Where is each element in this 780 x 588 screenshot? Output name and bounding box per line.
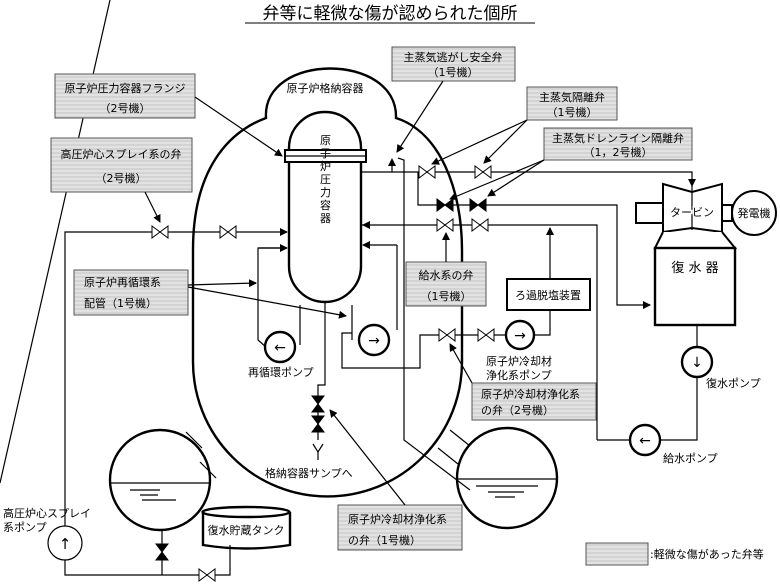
svg-text:（1号機）: （1号機） bbox=[428, 65, 479, 79]
recirc-pump-a bbox=[263, 330, 297, 364]
arrow-right-icon: → bbox=[514, 328, 526, 344]
filter-label: ろ過脱塩装置 bbox=[515, 288, 581, 302]
svg-text:の弁（2号機）: の弁（2号機） bbox=[481, 403, 554, 417]
turbine-label: タービン bbox=[670, 206, 714, 219]
cuw-valve bbox=[438, 328, 456, 342]
rpv-label: 原子炉圧力容器 bbox=[319, 135, 332, 226]
callout-msiv: 主蒸気隔離弁 （1号機） bbox=[431, 86, 618, 165]
callout-srv: 主蒸気逃がし安全弁 （1号機） bbox=[391, 46, 516, 153]
sump-label: 格納容器サンプへ bbox=[265, 466, 353, 480]
page-title: 弁等に軽微な傷が認められた個所 bbox=[263, 4, 518, 24]
sump-valve-2 bbox=[311, 415, 325, 433]
callout-recirc-piping: 原子炉再循環系 配管（1号機） bbox=[73, 269, 347, 319]
callout-cuw-valve-2: 原子炉冷却材浄化系 の弁（2号機） bbox=[449, 343, 597, 421]
hpcs-pump-label-2: 系ポンプ bbox=[3, 521, 47, 534]
drain-valve-1 bbox=[436, 198, 454, 212]
svg-text:の弁（1号機）: の弁（1号機） bbox=[348, 533, 421, 547]
callout-drain-valves: 主蒸気ドレンライン隔離弁 （1，2号機） bbox=[449, 127, 693, 201]
cuw-pump-label-2: 浄化系ポンプ bbox=[486, 368, 552, 382]
svg-text:高圧炉心スプレイ系の弁: 高圧炉心スプレイ系の弁 bbox=[61, 147, 182, 161]
condensate-storage-tank bbox=[201, 512, 292, 550]
hpcs-pump-label: 高圧炉心スプレイ bbox=[3, 506, 91, 520]
svg-text:原子炉冷却材浄化系: 原子炉冷却材浄化系 bbox=[348, 512, 447, 526]
svg-text:（2号機）: （2号機） bbox=[96, 171, 147, 185]
cst-label: 復水貯蔵タンク bbox=[208, 524, 285, 537]
containment-vessel bbox=[191, 67, 464, 498]
generator bbox=[731, 190, 777, 236]
svg-text:（1号機）: （1号機） bbox=[421, 289, 472, 303]
suppression-pool-left bbox=[108, 428, 212, 532]
containment-label: 原子炉格納容器 bbox=[287, 81, 364, 95]
svg-text:原子炉圧力容器フランジ: 原子炉圧力容器フランジ bbox=[65, 81, 186, 95]
msiv-outer bbox=[474, 165, 492, 179]
feedwater-valve-1 bbox=[436, 218, 454, 232]
condenser bbox=[653, 246, 737, 327]
svg-text:（1号機）: （1号機） bbox=[547, 105, 598, 119]
callout-hpcs-valve: 高圧炉心スプレイ系の弁 （2号機） bbox=[50, 137, 193, 223]
arrow-right-icon: → bbox=[368, 333, 380, 349]
drain-valve-2 bbox=[469, 198, 487, 212]
hpcs-valve bbox=[151, 225, 169, 239]
filter-demineralizer bbox=[506, 278, 591, 311]
condenser-label: 復 水 器 bbox=[671, 260, 718, 276]
callout-rpv-flange: 原子炉圧力容器フランジ （2号機） bbox=[54, 73, 283, 157]
cuw-pump bbox=[504, 319, 536, 351]
arrow-down-icon: ↓ bbox=[691, 355, 703, 371]
svg-text:主蒸気ドレンライン隔離弁: 主蒸気ドレンライン隔離弁 bbox=[552, 131, 684, 145]
hpcs-valve-2 bbox=[219, 225, 237, 239]
cuw-pump-label: 原子炉冷却材 bbox=[486, 354, 552, 368]
recirc-pump-label: 再循環ポンプ bbox=[248, 366, 314, 379]
svg-text:原子炉再循環系: 原子炉再循環系 bbox=[84, 276, 161, 289]
legend: :軽微な傷があった弁等 bbox=[585, 542, 764, 566]
arrow-left-icon: ← bbox=[639, 433, 651, 449]
svg-text:配管（1号機）: 配管（1号機） bbox=[84, 296, 157, 310]
arrow-up-icon: ↑ bbox=[59, 535, 72, 553]
recirc-pump-b bbox=[357, 323, 391, 357]
generator-label: 発電機 bbox=[738, 206, 771, 220]
svg-text:原子炉冷却材浄化系: 原子炉冷却材浄化系 bbox=[481, 387, 580, 401]
callout-feedwater-valve: 給水系の弁 （1号機） bbox=[405, 232, 487, 307]
sump-valve-1 bbox=[311, 395, 325, 413]
svg-text:（2号機）: （2号機） bbox=[100, 101, 151, 115]
cuw-valve-2 bbox=[477, 328, 495, 342]
svg-text:（1，2号機）: （1，2号機） bbox=[584, 145, 653, 159]
svg-text:主蒸気逃がし安全弁: 主蒸気逃がし安全弁 bbox=[404, 50, 503, 64]
legend-text: :軽微な傷があった弁等 bbox=[650, 547, 764, 561]
arrow-left-icon: ← bbox=[274, 340, 286, 356]
svg-text:主蒸気隔離弁: 主蒸気隔離弁 bbox=[539, 90, 605, 104]
feedwater-valve-2 bbox=[471, 218, 489, 232]
cst-valve bbox=[198, 568, 216, 582]
feedwater-pump-label: 給水ポンプ bbox=[663, 451, 718, 465]
svg-text:給水系の弁: 給水系の弁 bbox=[419, 268, 474, 282]
pool-suction-valve bbox=[155, 543, 169, 561]
msiv-inner bbox=[418, 165, 436, 179]
suppression-pool-right bbox=[455, 426, 559, 530]
callout-cuw-valve-1: 原子炉冷却材浄化系 の弁（1号機） bbox=[329, 409, 463, 551]
condensate-pump-label: 復水ポンプ bbox=[706, 377, 761, 390]
